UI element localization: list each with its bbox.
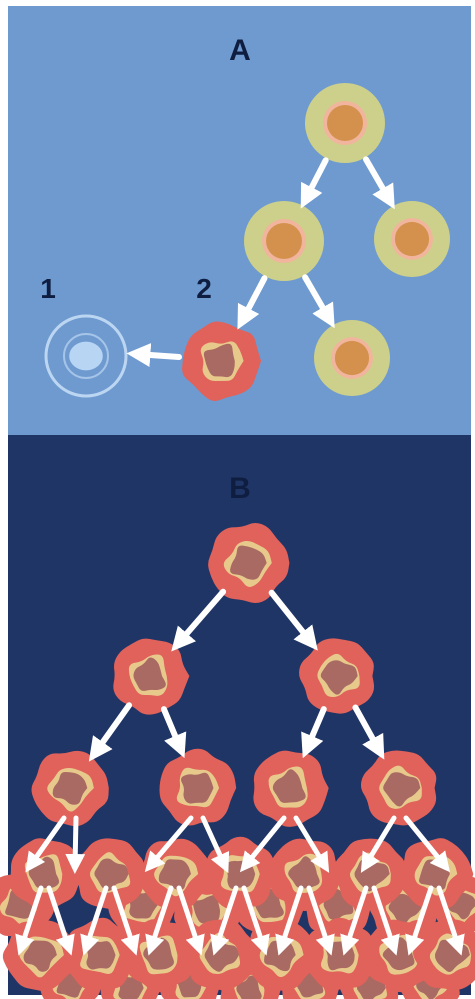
mutated-cell <box>182 321 262 402</box>
cell-nucleus <box>394 221 430 257</box>
cell-nucleus <box>334 340 370 376</box>
arrow-b-gen4 <box>80 885 109 956</box>
arrow-b-gen4 <box>15 885 44 956</box>
cell-nucleus <box>230 545 267 580</box>
arrow-b-gen4 <box>405 885 434 956</box>
arrow-b-gen3 <box>239 815 287 873</box>
cell-nucleus <box>181 772 214 804</box>
arrow-b-gen4 <box>111 885 140 956</box>
arrow-b-gen4 <box>241 885 270 956</box>
cell-nucleus <box>383 772 421 807</box>
tumor-cell-row4 <box>73 838 144 910</box>
arrow-b-gen2-d <box>352 704 385 760</box>
tumor-cell-row2 <box>299 638 375 714</box>
normal-cell-gen3-right <box>314 320 390 396</box>
cell-inner-ring <box>63 333 109 379</box>
arrow-b-gen2-c <box>301 706 327 759</box>
arrow-a-root-to-left <box>300 157 329 209</box>
tumor-cell-row2 <box>113 638 190 715</box>
tumor-cell-row3 <box>31 750 109 827</box>
arrow-b-gen4 <box>436 885 465 956</box>
arrow-b-gen4 <box>275 885 304 956</box>
cell-nucleus <box>327 105 363 141</box>
marker-2-label: 2 <box>196 273 212 304</box>
arrow-a-left-to-right-child <box>302 274 335 329</box>
arrow-b-gen4 <box>210 885 239 956</box>
cell-nucleus <box>224 859 256 889</box>
arrow-b-gen3 <box>144 815 194 873</box>
dying-cell <box>44 314 128 398</box>
arrow-b-gen4 <box>176 885 205 956</box>
cell-nucleus <box>85 941 116 970</box>
cell-nucleus <box>133 657 166 691</box>
arrow-b-gen4 <box>306 885 335 956</box>
arrow-b-gen4 <box>46 885 75 956</box>
normal-cell-gen2-left <box>244 201 324 281</box>
tumor-cell-row3 <box>253 750 329 827</box>
cells-layer <box>0 83 475 999</box>
cell-nucleus <box>272 769 306 803</box>
cell-outer-ring <box>44 314 128 398</box>
panel-a-label: A <box>229 34 251 67</box>
cell-nucleus <box>203 343 235 378</box>
arrow-b-gen4 <box>145 885 174 956</box>
tumor-cell-row1 <box>208 522 290 603</box>
arrow-a-left-to-mutated <box>237 275 268 330</box>
cell-nucleus <box>236 975 262 999</box>
arrow-b-gen4 <box>340 885 369 956</box>
arrow-b-gen1-right <box>268 589 318 651</box>
arrow-a-mutated-to-dying <box>126 343 182 367</box>
arrow-b-gen2-b <box>160 706 187 759</box>
arrow-b-gen3 <box>293 815 330 873</box>
normal-cell-gen2-right <box>374 201 450 277</box>
tumor-cell-row3 <box>360 750 437 826</box>
arrow-b-gen3 <box>360 815 397 873</box>
cell-nucleus <box>320 660 358 695</box>
arrow-b-gen3 <box>65 815 86 874</box>
arrow-a-root-to-right <box>363 156 395 210</box>
arrows-layer <box>15 156 465 956</box>
panel-b-label: B <box>229 472 251 505</box>
arrow-b-gen2-a <box>88 702 133 762</box>
arrow-b-gen1-left <box>171 588 227 652</box>
arrow-b-gen3 <box>200 815 230 874</box>
arrow-b-gen3 <box>403 815 451 873</box>
arrow-b-gen4 <box>371 885 400 956</box>
cell-nucleus <box>193 894 220 925</box>
arrow-b-gen3 <box>25 815 67 873</box>
cell-nucleus <box>52 771 88 805</box>
cell-nucleus <box>69 341 103 371</box>
cell-nucleus <box>158 859 191 891</box>
cell-nucleus <box>266 223 302 259</box>
marker-1-label: 1 <box>40 273 56 304</box>
tumor-cell-row3 <box>159 748 237 826</box>
normal-cell-gen1 <box>305 83 385 163</box>
cell-nucleus <box>94 858 129 891</box>
